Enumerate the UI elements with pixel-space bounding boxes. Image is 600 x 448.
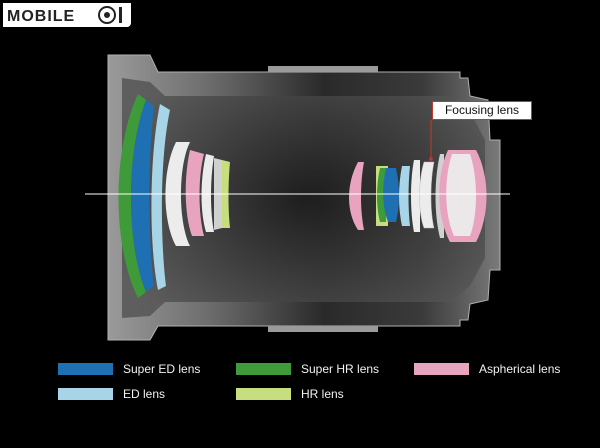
lens-element-plain-6 xyxy=(446,154,476,236)
lens-elements xyxy=(118,94,487,298)
lens-element-super-ed-front xyxy=(131,100,154,292)
lens-element-super-hr-front xyxy=(118,94,146,298)
lens-element-plain-2 xyxy=(201,154,214,232)
lens-element-plain-4 xyxy=(411,160,420,232)
lens-element-super-ed-rear xyxy=(383,168,399,222)
lens-element-focusing xyxy=(419,161,435,229)
lens-element-ed-front xyxy=(151,104,170,290)
callout-label: Focusing lens xyxy=(444,103,520,117)
lens-barrel xyxy=(107,54,501,341)
lens-element-aspherical-1 xyxy=(185,150,204,236)
lens-element-aspherical-2 xyxy=(349,162,364,230)
focusing-lens-callout: Focusing lens xyxy=(432,101,532,120)
focusing-lens-pointer xyxy=(429,120,433,161)
lens-element-super-hr-rear xyxy=(377,168,386,222)
mobile01-watermark: MOBILE xyxy=(3,3,131,27)
svg-text:MOBILE: MOBILE xyxy=(7,8,75,25)
lens-element-ed-rear xyxy=(399,166,410,226)
mobile01-logo: MOBILE xyxy=(7,6,122,25)
